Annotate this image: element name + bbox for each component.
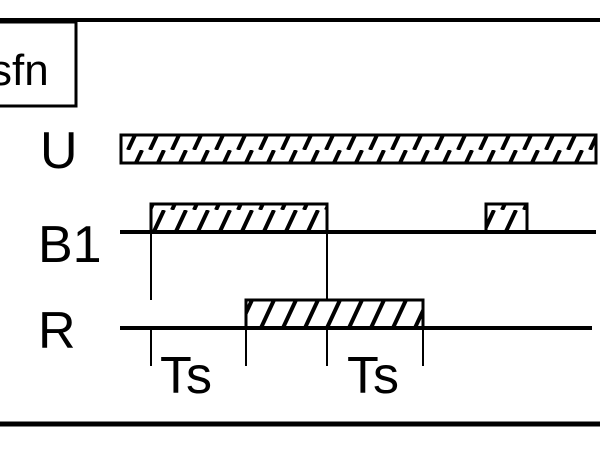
signal-b1-pulse-1	[149, 202, 329, 234]
interval-label-ts-2: Ts	[347, 347, 399, 405]
signal-u: U	[40, 122, 598, 180]
signal-label-u: U	[40, 122, 78, 180]
diagram-title: sfn	[0, 46, 49, 95]
signal-r-pulse	[244, 298, 425, 330]
signal-b1: B1	[38, 202, 596, 274]
signal-r: R	[38, 298, 592, 360]
signal-label-b1: B1	[38, 216, 102, 274]
signal-label-r: R	[38, 302, 76, 360]
signal-b1-pulse-2	[484, 202, 529, 234]
signal-u-active-bar	[119, 133, 598, 165]
interval-label-ts-1: Ts	[160, 347, 212, 405]
title-box: sfn	[0, 20, 78, 108]
timing-markers	[150, 232, 424, 366]
